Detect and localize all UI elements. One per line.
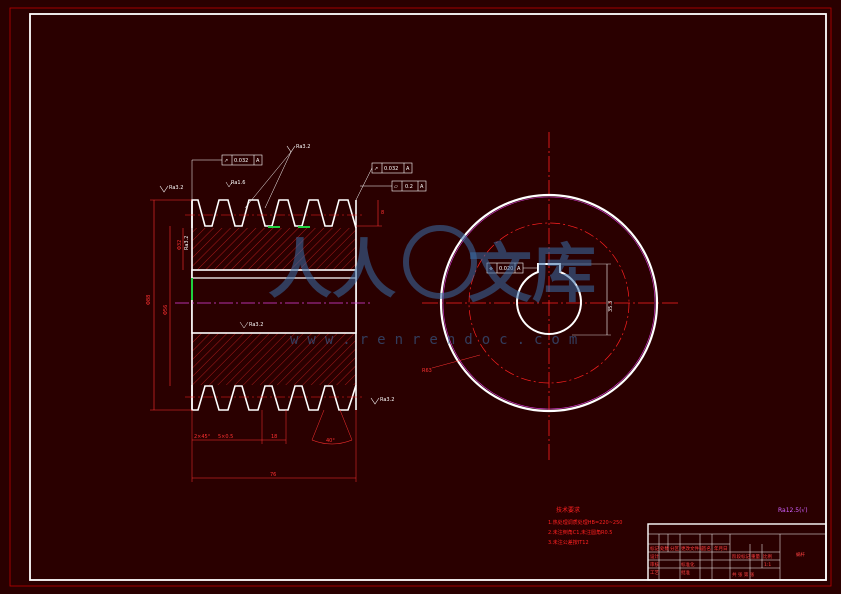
dim-chamfer: 2×45° [194,434,211,440]
title-block-grid [648,533,826,580]
dim-thread-angle: 40° [326,438,335,444]
tol-top-value: 0.032 [234,158,248,164]
bore [191,269,357,334]
tol-keyway-value: 0.020 [499,266,513,272]
watermark-right: 文库 [468,238,596,312]
tb-scale-value: 1:1 [764,562,771,568]
rough-top-left: Ra3.2 [169,185,183,191]
tech-notes: 技术要求 1.热处理调质处理HB=220~250 2.未注倒角C1,未注圆角R0… [548,506,622,546]
tol-right-1-value: 0.032 [384,166,398,172]
dim-tooth-gap: 5×0.5 [218,434,233,440]
leader-tooth-2 [264,151,292,209]
tb-header-2: 处数 [660,545,669,552]
front-section-view: Φ88 Φ56 Φ32 Ra3.2 Ra3.2 ↗ 0.032 A Ra3.2 … [146,144,427,482]
tb-row-standard: 标准化 [681,561,695,568]
tol-top-symbol: ↗ [224,158,228,164]
tb-header-5: 签名 [702,545,711,552]
tb-header-3: 分区 [670,545,679,552]
tb-scale-label: 比例 [763,553,772,560]
lower-hatch-region [192,333,356,385]
tol-frame-top [221,154,263,166]
tb-row-process: 工艺 [650,570,659,576]
bottom-thread-profile [191,384,357,411]
leader-right-1 [355,167,373,201]
dim-thread-angle-arc [311,439,353,445]
tech-notes-title: 技术要求 [556,506,580,514]
tb-row-approve: 批准 [681,569,690,576]
dim-pitch: 18 [271,434,277,440]
leader-end-radius [431,354,481,369]
tech-note-2: 2.未注倒角C1,未注圆角R0.5 [548,529,612,536]
watermark-url: www.renrendoc.com [290,332,586,348]
tb-header-6: 年月日 [714,545,728,552]
watermark: 人人 文库 www.renrendoc.com [268,225,596,348]
dim-tooth-height-text: 8 [381,210,384,216]
watermark-logo-circle [403,225,477,299]
rough-tooth: Ra3.2 [296,144,310,150]
rough-bottom-right: Ra3.2 [380,397,394,403]
dim-keyway-depth-text: 35.3 [608,301,614,312]
watermark-left: 人人 [268,234,396,308]
tb-header-4: 更改文件号 [681,545,704,552]
tol-right-2-symbol: ⏥ [394,184,398,190]
rough-flank: Ra1.6 [231,180,245,186]
tb-header-1: 标记 [650,545,659,552]
dim-root-diameter: Φ56 [163,305,169,315]
tol-right-2-value: 0.2 [405,184,413,190]
tech-note-3: 3.未注公差按IT12 [548,539,589,546]
sheet-outer-border [9,7,832,587]
dim-outer-diameter: Φ88 [146,295,152,305]
leader-tooth [244,151,292,209]
tol-keyway-symbol: ⌯ [489,266,493,272]
bore-with-keyway [516,263,582,336]
tol-right-1-datum: A [406,166,410,172]
sheet-inner-border [29,13,827,581]
tb-weight-label: 重量 [751,553,760,560]
top-thread-profile [191,199,357,229]
rough-symbol-bore [239,321,249,329]
end-view: ⌯ 0.020 A 35.3 R63 [422,132,678,462]
dim-angle-leg-2 [339,409,353,441]
dim-length: 76 [270,472,276,478]
tb-sheet-label: 共 张 第 张 [732,571,755,578]
tol-right-1-symbol: ↗ [374,166,378,172]
rough-left-face: Ra3.2 [184,236,190,250]
rough-symbol-top-left [159,185,169,193]
outer-circle [439,193,659,413]
general-roughness: Ra12.5(√) [778,507,808,514]
rough-symbol-bottom-right [370,397,380,405]
tol-keyway-datum: A [517,266,521,272]
dim-end-radius: R63 [422,368,432,374]
dim-angle-leg-1 [311,409,325,441]
rough-symbol-flank [225,181,233,188]
tol-right-2-datum: A [420,184,424,190]
dim-bore-diameter: Φ32 [177,240,183,250]
outer-circle-magenta [442,196,656,410]
tech-note-1: 1.热处理调质处理HB=220~250 [548,519,622,526]
title-block: 标记 处数 分区 更改文件号 签名 年月日 设计 审核 工艺 标准化 批准 阶段… [647,523,827,581]
tb-row-review: 审核 [650,561,659,568]
tb-part-name: 蜗杆 [796,551,805,558]
tb-row-design: 设计 [650,553,659,560]
rough-symbol-tooth [286,145,296,153]
pitch-circle [468,222,630,384]
tol-top-datum: A [256,158,260,164]
rough-bore: Ra3.2 [249,322,263,328]
upper-hatch-region [192,228,356,270]
tb-stage-label: 阶段标记 [732,553,750,560]
